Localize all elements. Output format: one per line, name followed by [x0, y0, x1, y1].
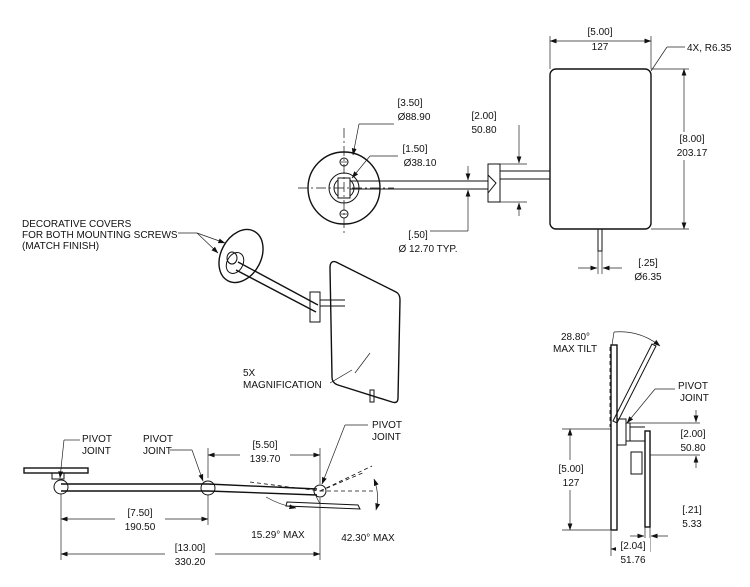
mirror-tilted: [612, 343, 657, 424]
pivot-joint-3-b: JOINT: [372, 432, 401, 443]
width-mm-label: 127: [592, 42, 609, 53]
iso-joint: [309, 291, 321, 323]
stem-in-label: [.25]: [638, 258, 658, 269]
side-arm-mm-label: 50.80: [680, 443, 705, 454]
mirror-side: [610, 344, 618, 531]
pivot-joint-1-b: JOINT: [82, 446, 111, 457]
total-mm-label: 330.20: [175, 557, 206, 568]
top-view: 15.29° MAX 42.30° MAX PIVOT JOINT PIVOT …: [23, 420, 402, 570]
pivot-joint-2-b: JOINT: [143, 446, 172, 457]
side-view: 28.80° MAX TILT PIVOT JOINT [2.00] 50.80…: [553, 331, 709, 568]
covers-note-2: FOR BOTH MOUNTING SCREWS: [22, 230, 178, 241]
plate-in-label: [3.50]: [397, 98, 422, 109]
arm-mm-label: 50.80: [471, 125, 496, 136]
corner-radius-label: 4X, R6.35: [687, 43, 732, 54]
wall-plate-top: [23, 467, 89, 474]
side-height-in-label: [5.00]: [558, 464, 583, 475]
screw-mm-label: Ø 12.70 TYP.: [398, 244, 457, 255]
pivot-3: [313, 484, 327, 498]
side-pivot-b: JOINT: [680, 393, 709, 404]
tilt-label-2: MAX TILT: [553, 344, 597, 355]
front-view: [5.00] 127 4X, R6.35 [8.00] 203.17 [.25]…: [298, 27, 732, 283]
tilt-label-1: 28.80°: [561, 332, 590, 343]
arm-bracket: [487, 163, 501, 203]
stem-mm-label: Ø6.35: [634, 272, 662, 283]
screw-in-label: [.50]: [408, 230, 428, 241]
arm2-in-label: [5.50]: [252, 440, 277, 451]
pivot-joint-3-a: PIVOT: [372, 420, 402, 431]
swivel-2-label: 42.30° MAX: [341, 533, 395, 544]
iso-view: DECORATIVE COVERS FOR BOTH MOUNTING SCRE…: [22, 219, 401, 404]
pivot-joint-1-a: PIVOT: [82, 434, 112, 445]
plate-mm-label: Ø88.90: [398, 112, 431, 123]
side-height-mm-label: 127: [563, 478, 580, 489]
mirror-top: [285, 501, 361, 510]
magnification-1: 5X: [243, 368, 256, 379]
arm1-in-label: [7.50]: [127, 508, 152, 519]
arm2-mm-label: 139.70: [250, 454, 281, 465]
arm-in-label: [2.00]: [471, 111, 496, 122]
covers-note-3: (MATCH FINISH): [22, 241, 99, 252]
offset-mm-label: 5.33: [682, 519, 702, 530]
covers-note-1: DECORATIVE COVERS: [22, 219, 132, 230]
total-in-label: [13.00]: [175, 543, 206, 554]
height-mm-label: 203.17: [677, 148, 708, 159]
mirror-stem-front: [597, 228, 603, 252]
magnification-2: MAGNIFICATION: [243, 380, 322, 391]
wall-plate-iso: [218, 228, 264, 284]
side-arm-in-label: [2.00]: [680, 429, 705, 440]
depth-mm-label: 51.76: [620, 555, 645, 566]
offset-in-label: [.21]: [682, 505, 702, 516]
hub-mm-label: Ø38.10: [404, 158, 437, 169]
height-in-label: [8.00]: [679, 134, 704, 145]
depth-in-label: [2.04]: [620, 541, 645, 552]
mirror-panel-iso: [329, 260, 401, 404]
wall-plate-side: [644, 430, 651, 528]
arm1-mm-label: 190.50: [125, 522, 156, 533]
swivel-1-label: 15.29° MAX: [251, 530, 305, 541]
pivot-joint-2-a: PIVOT: [143, 434, 173, 445]
hub-in-label: [1.50]: [402, 144, 427, 155]
side-pivot-a: PIVOT: [678, 381, 708, 392]
width-in-label: [5.00]: [587, 27, 612, 38]
mirror-panel-front: [549, 68, 652, 230]
pivot-1: [53, 479, 69, 495]
pivot-2: [200, 480, 216, 496]
